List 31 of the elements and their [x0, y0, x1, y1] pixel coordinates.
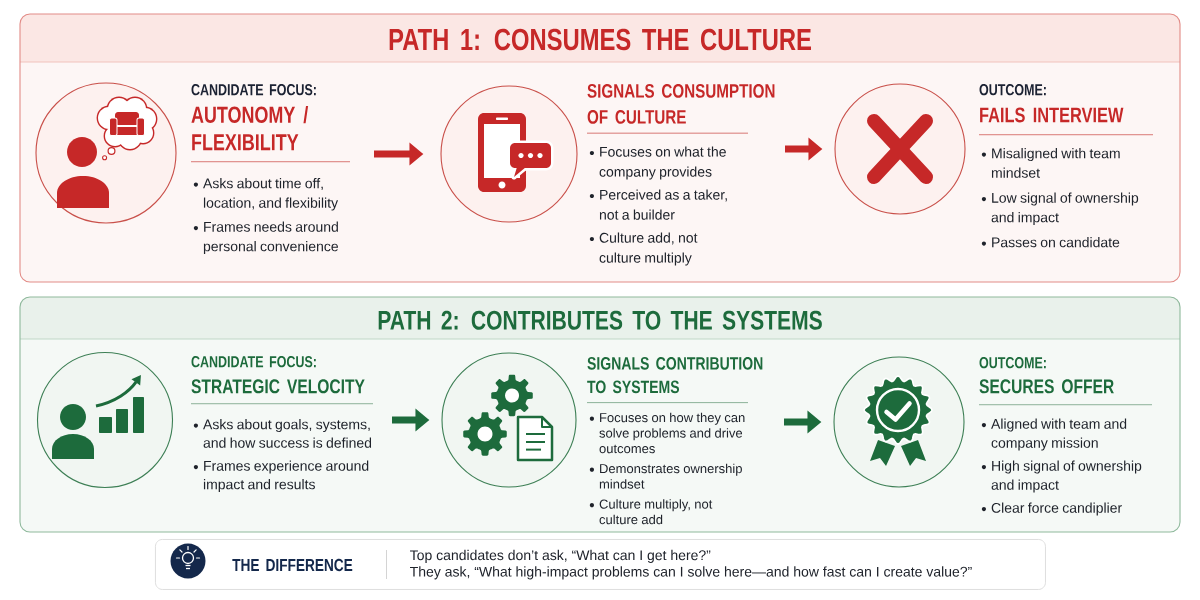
bullet-text: Passes on candidate: [992, 237, 1120, 248]
stage-heading: SIGNALS CONTRIBUTION TO SYSTEMS: [587, 357, 763, 394]
quote-text: Top candidates don’t ask, “What can I get here?”: [410, 549, 711, 563]
bullet-text: Clear force candiplier: [991, 502, 1122, 516]
stage-heading: SIGNALS CONSUMPTION OF CULTURE: [587, 84, 775, 124]
label-heading: OUTCOME:: [979, 357, 1046, 369]
bullet-text: Demonstrates ownership mindset: [599, 463, 742, 489]
label-heading: CANDIDATE FOCUS:: [191, 356, 316, 368]
bullet-text: Perceived as a taker, not a builder: [599, 189, 727, 220]
bullet-text: High signal of ownership and impact: [991, 460, 1142, 493]
bullet-text: Low signal of ownership and impact: [991, 192, 1139, 226]
stage-heading: FAILS INTERVIEW: [980, 107, 1124, 123]
callout-heading: THE DIFFERENCE: [232, 558, 353, 572]
bullet-text: Focuses on how they can solve problems and drive outcomes: [599, 412, 745, 454]
stage-heading: STRATEGIC VELOCITY: [191, 379, 365, 394]
bullet-text: Aligned with team and company mission: [991, 418, 1127, 451]
bullet-text: Frames experience around impact and results: [203, 460, 369, 493]
label-heading: OUTCOME:: [979, 84, 1046, 96]
stage-heading: AUTONOMY / FLEXIBILITY: [191, 106, 309, 151]
stage-heading: SECURES OFFER: [979, 379, 1114, 394]
bullet-text: Misaligned with team mindset: [991, 148, 1120, 178]
label-heading: CANDIDATE FOCUS:: [191, 84, 316, 96]
panel-title: PATH 1: CONSUMES THE CULTURE: [389, 28, 811, 51]
bullet-text: Culture add, not culture multiply: [599, 232, 698, 266]
quote-text: They ask, “What high-impact problems can I solve here—and how fast can I create value?”: [410, 566, 972, 580]
bullet-text: Focuses on what the company provides: [599, 146, 726, 180]
bullet-text: Frames needs around personal convenience: [203, 221, 338, 255]
bullet-text: Culture multiply, not culture add: [599, 499, 713, 525]
panel-title: PATH 2: CONTRIBUTES TO THE SYSTEMS: [378, 310, 822, 330]
bullet-text: Asks about time off, location, and flexibility: [203, 178, 338, 211]
bullet-text: Asks about goals, systems, and how success is defined: [203, 419, 372, 448]
